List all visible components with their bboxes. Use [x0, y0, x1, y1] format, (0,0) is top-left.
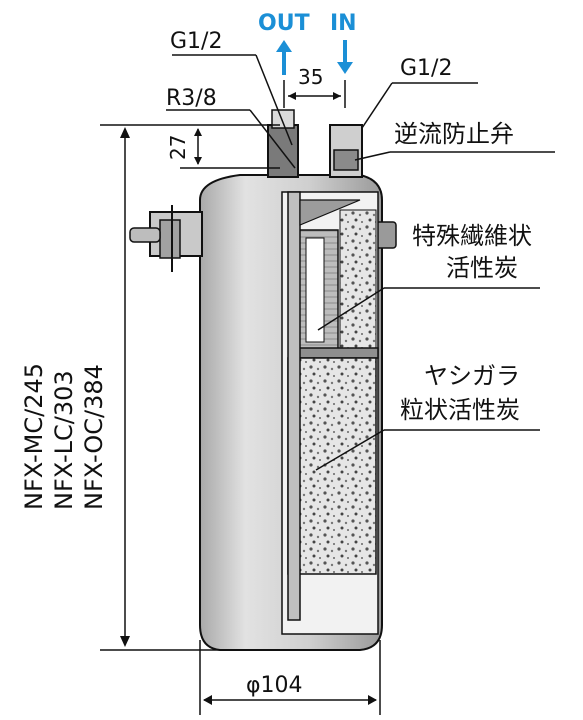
out-label: OUT — [258, 11, 310, 36]
check-valve-label: 逆流防止弁 — [394, 120, 514, 148]
dim-27-label: 27 — [166, 135, 190, 160]
g-left-label: G1/2 — [170, 29, 222, 54]
dimension-height — [100, 127, 240, 651]
model-label-1: NFX-MC/245 — [20, 363, 48, 510]
in-arrow-icon — [337, 40, 353, 74]
g-right-label: G1/2 — [400, 56, 452, 81]
fiber-carbon-label-1: 特殊繊維状 — [412, 222, 532, 250]
side-knob — [375, 221, 397, 249]
r-label: R3/8 — [166, 86, 217, 111]
coconut-label-1: ヤシガラ — [424, 362, 520, 390]
dim-35-label: 35 — [298, 65, 323, 89]
coconut-label-2: 粒状活性炭 — [400, 396, 520, 424]
dimension-35 — [283, 80, 346, 108]
dimension-diameter — [199, 640, 381, 715]
dimension-27 — [100, 124, 280, 169]
inlet-port — [329, 124, 363, 178]
clamp-handle — [129, 205, 203, 272]
model-labels: NFX-MC/245 NFX-LC/303 NFX-OC/384 — [20, 363, 108, 510]
model-label-3: NFX-OC/384 — [80, 364, 108, 510]
in-label: IN — [330, 11, 357, 36]
coconut-carbon-bed — [287, 357, 377, 575]
cutaway-interior — [281, 191, 379, 635]
model-label-2: NFX-LC/303 — [50, 370, 78, 510]
out-arrow-icon — [276, 40, 292, 75]
fiber-carbon-label-2: 活性炭 — [446, 254, 518, 282]
dim-104-label: φ104 — [246, 673, 303, 698]
